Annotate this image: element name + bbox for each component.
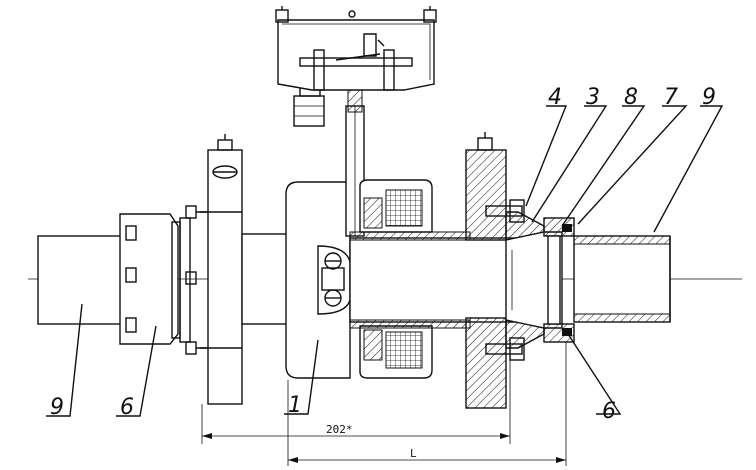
callout-9-top: 9 [702,85,716,110]
left-flange-nut [119,213,191,345]
callout-1: 1 [288,393,302,418]
hub-neck [241,233,289,325]
callout-8: 8 [624,85,638,110]
callout-leaders-bottom [46,303,622,417]
callout-4: 4 [548,85,562,110]
coupling-nut [543,217,575,343]
callout-9-bottom: 9 [50,395,64,420]
main-shaft [349,231,521,329]
seal-housing-lower [359,325,433,379]
center-joint [317,245,351,315]
cable-gland [293,83,325,127]
actuator-housing [275,6,437,91]
left-pipe [37,235,131,325]
callout-6-right: 6 [602,399,616,424]
callout-leaders-top [525,105,724,233]
dimension-202-label: 202* [326,423,353,436]
dimension-L-label: L [410,447,417,460]
right-mounting-flange [465,132,545,409]
left-flange-plate [200,134,243,405]
right-outlet-pipe [573,235,671,323]
callout-6-left: 6 [120,395,134,420]
dimension-202 [201,348,511,444]
dimension-L [287,342,567,466]
callout-3: 3 [586,85,600,110]
seal-housing-upper [359,179,433,233]
callout-7: 7 [664,85,678,110]
